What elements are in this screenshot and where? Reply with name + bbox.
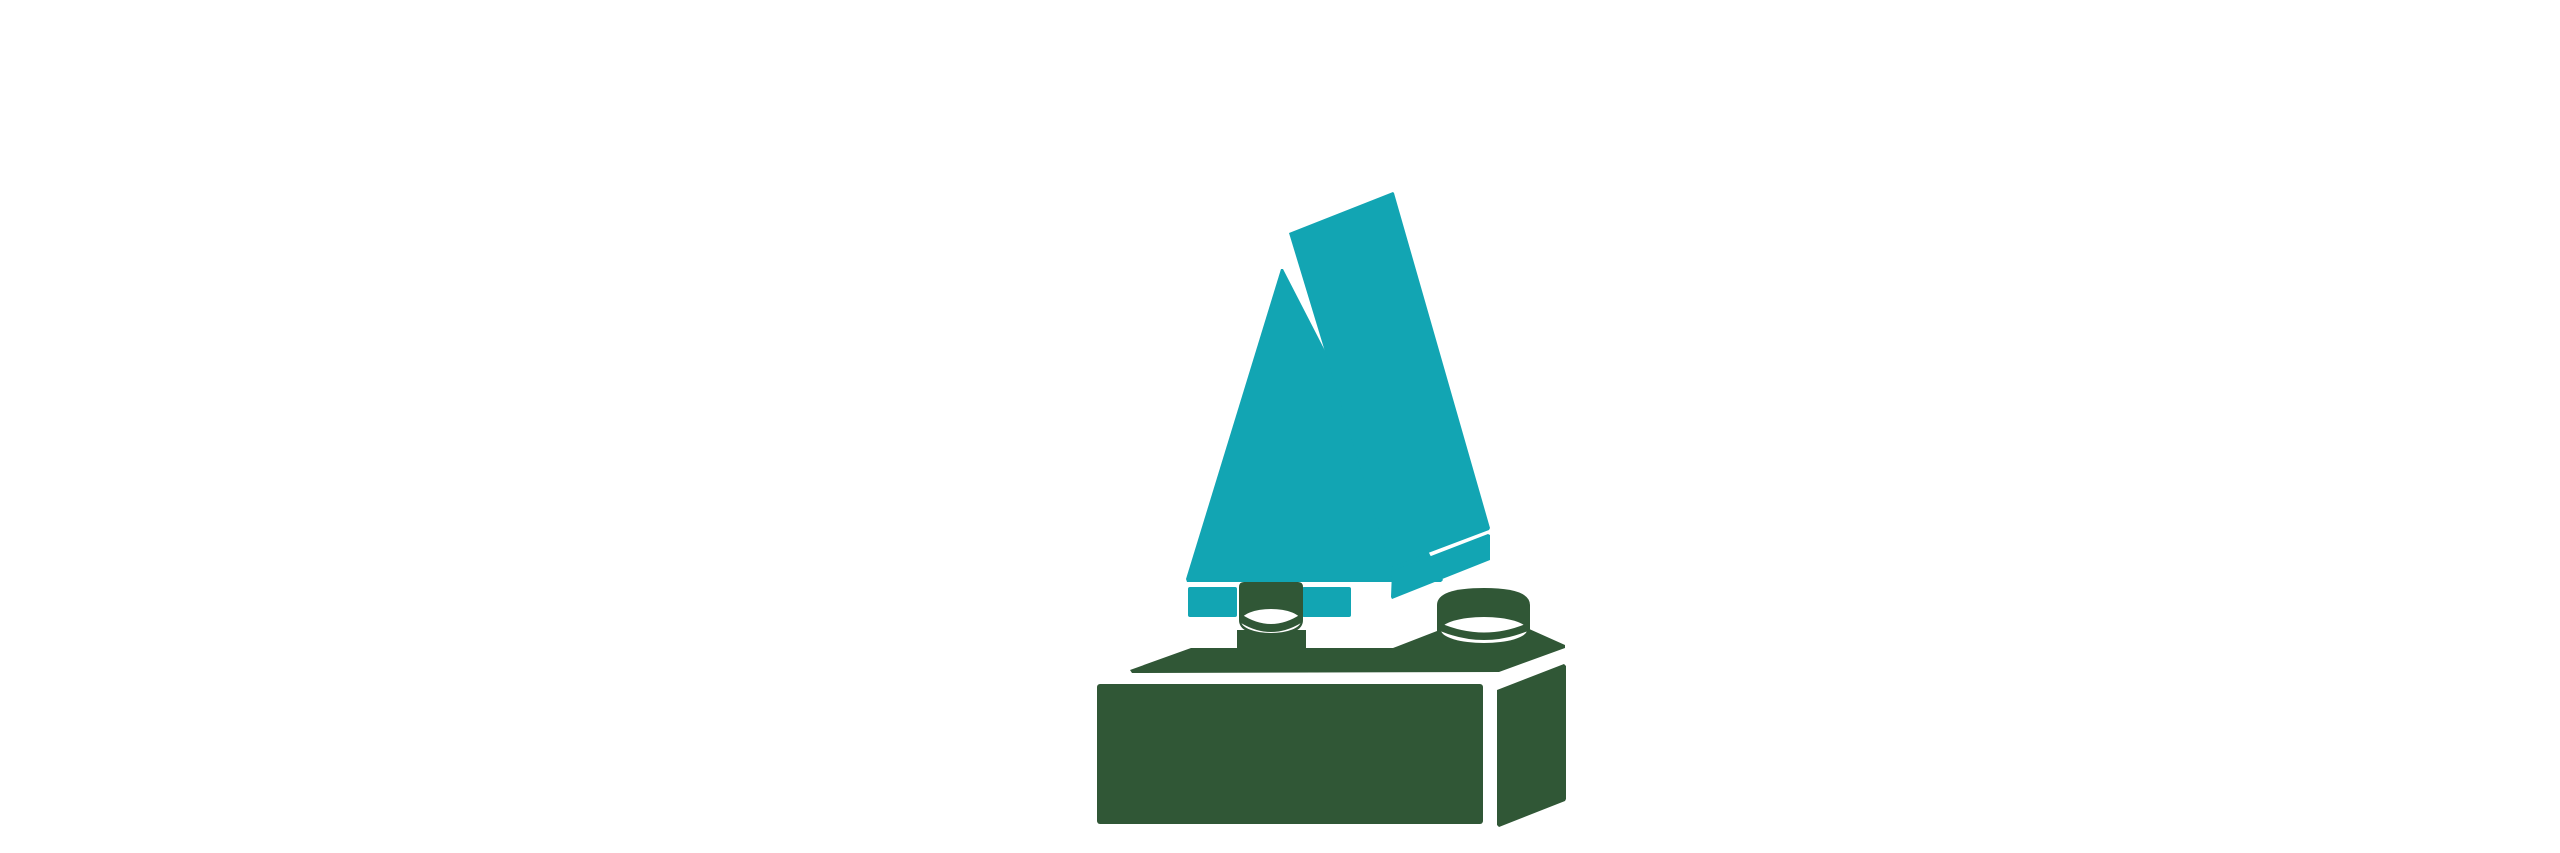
hull-front: [1097, 684, 1483, 824]
deck-panel-right: [1302, 587, 1351, 617]
deck-panel-left: [1188, 587, 1237, 617]
hull-side: [1497, 664, 1566, 827]
mast-base-cylinder: [1239, 582, 1303, 635]
bollard-cylinder: [1437, 588, 1530, 648]
mast-sleeve: [1391, 534, 1490, 599]
back-sail: [1289, 192, 1490, 567]
